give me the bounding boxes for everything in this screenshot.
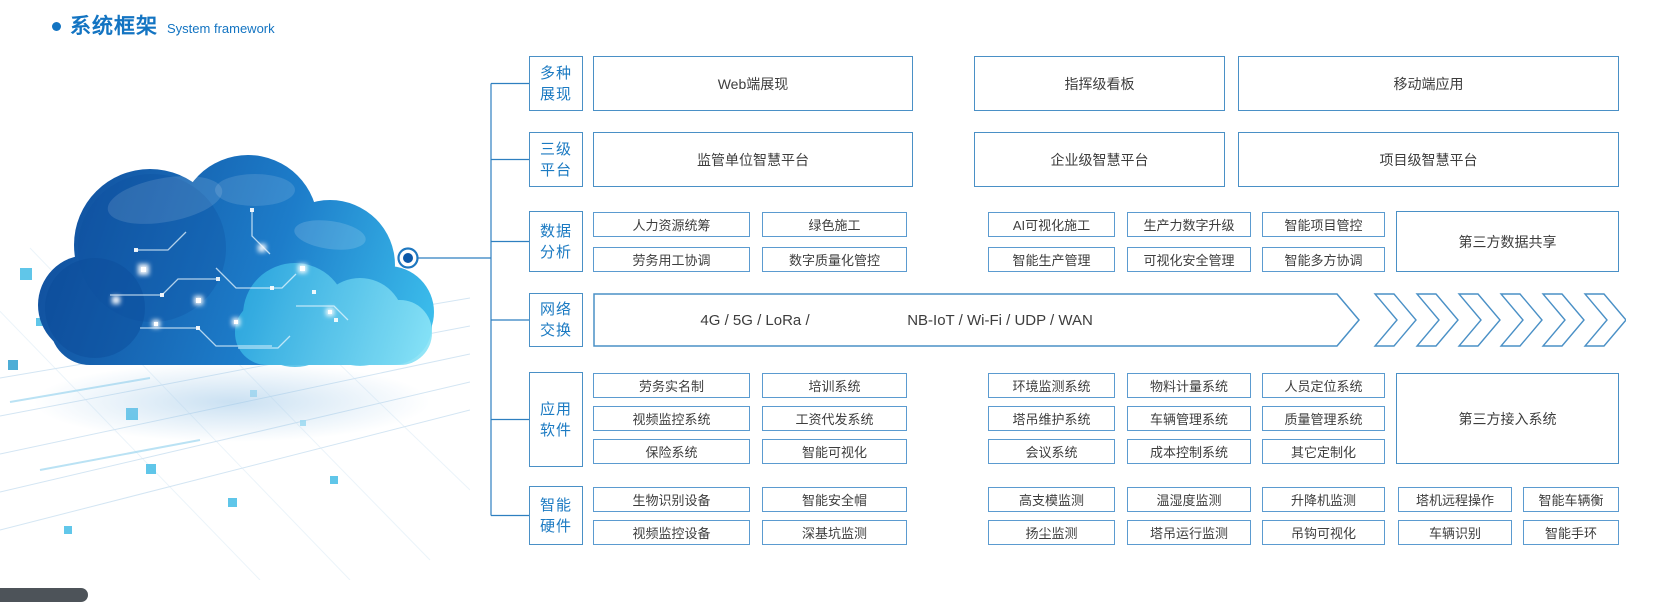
node-box: 塔吊维护系统 — [988, 406, 1115, 431]
row-label-line: 应用 — [539, 400, 572, 418]
cloud-gloss — [107, 174, 366, 250]
chevron-arrows — [1373, 293, 1627, 347]
cloud-shade-back — [78, 174, 226, 322]
network-arrow: 4G / 5G / LoRa / NB-IoT / Wi-Fi / UDP / … — [593, 293, 1627, 347]
node-box: 人力资源统筹 — [593, 212, 750, 237]
row-label-network: 网络 交换 — [529, 293, 583, 347]
node-box: 人员定位系统 — [1262, 373, 1385, 398]
node-box: Web端展现 — [593, 56, 913, 111]
node-box: 智能车辆衡 — [1523, 487, 1619, 512]
node-box: 指挥级看板 — [974, 56, 1225, 111]
cloud-illustration — [0, 155, 470, 580]
node-box: 生物识别设备 — [593, 487, 750, 512]
node-box: 温湿度监测 — [1127, 487, 1251, 512]
node-box: 环境监测系统 — [988, 373, 1115, 398]
network-protocols-right: NB-IoT / Wi-Fi / UDP / WAN — [907, 312, 1093, 329]
page-title: 系统框架 System framework — [52, 10, 275, 40]
row-label-applications: 应用 软件 — [529, 372, 583, 467]
node-box: 企业级智慧平台 — [974, 132, 1225, 187]
node-box: 扬尘监测 — [988, 520, 1115, 545]
node-box: 视频监控系统 — [593, 406, 750, 431]
node-box: 监管单位智慧平台 — [593, 132, 913, 187]
node-box: 生产力数字升级 — [1127, 212, 1251, 237]
node-box: 质量管理系统 — [1262, 406, 1385, 431]
row-label-line: 分析 — [539, 243, 572, 261]
cloud-circuit-nodes — [134, 208, 338, 330]
node-box: 塔吊运行监测 — [1127, 520, 1251, 545]
node-box: 智能手环 — [1523, 520, 1619, 545]
node-box: 劳务实名制 — [593, 373, 750, 398]
node-box: 高支模监测 — [988, 487, 1115, 512]
node-box: 项目级智慧平台 — [1238, 132, 1619, 187]
node-box: 成本控制系统 — [1127, 439, 1251, 464]
node-box: 塔机远程操作 — [1398, 487, 1512, 512]
node-box: 工资代发系统 — [762, 406, 907, 431]
row-network: 4G / 5G / LoRa / NB-IoT / Wi-Fi / UDP / … — [593, 293, 1627, 347]
hub-ring-icon — [397, 247, 419, 269]
bottom-left-dark-bar — [0, 588, 88, 602]
node-box: 物料计量系统 — [1127, 373, 1251, 398]
network-protocols-left: 4G / 5G / LoRa / — [700, 312, 810, 329]
node-box: 智能生产管理 — [988, 247, 1115, 272]
node-box: 视频监控设备 — [593, 520, 750, 545]
node-box: 智能可视化 — [762, 439, 907, 464]
node-box: 劳务用工协调 — [593, 247, 750, 272]
node-box: 数字质量化管控 — [762, 247, 907, 272]
node-box: 会议系统 — [988, 439, 1115, 464]
node-box: 保险系统 — [593, 439, 750, 464]
node-box: 车辆管理系统 — [1127, 406, 1251, 431]
row-label-line: 三级 — [539, 140, 572, 158]
node-box: 其它定制化 — [1262, 439, 1385, 464]
node-box: 升降机监测 — [1262, 487, 1385, 512]
row-label-line: 交换 — [539, 322, 572, 339]
node-box: 移动端应用 — [1238, 56, 1619, 111]
node-box: 吊钩可视化 — [1262, 520, 1385, 545]
row-label-line: 平台 — [539, 161, 572, 179]
row-label-data-analysis: 数据 分析 — [529, 211, 583, 272]
row-label-line: 硬件 — [539, 517, 572, 535]
cloud-shade-left — [45, 258, 145, 358]
node-box: 智能安全帽 — [762, 487, 907, 512]
node-box: 车辆识别 — [1398, 520, 1512, 545]
title-chinese: 系统框架 — [70, 15, 158, 38]
row-label-line: 数据 — [539, 222, 572, 240]
node-box: 智能多方协调 — [1262, 247, 1385, 272]
node-box: 培训系统 — [762, 373, 907, 398]
row-label-line: 多种 — [539, 64, 572, 82]
row-hardware: 生物识别设备 智能安全帽 高支模监测 温湿度监测 升降机监测 塔机远程操作 智能… — [593, 486, 1626, 545]
title-english: System framework — [167, 21, 275, 36]
row-label-line: 智能 — [539, 496, 572, 514]
cloud-shadow — [34, 362, 430, 442]
shared-node-box: 第三方数据共享 — [1396, 211, 1619, 272]
row-label-line: 软件 — [539, 421, 572, 439]
row-label-line: 展现 — [539, 85, 572, 103]
node-box: 可视化安全管理 — [1127, 247, 1251, 272]
row-label-platform: 三级 平台 — [529, 132, 583, 187]
node-box: 深基坑监测 — [762, 520, 907, 545]
row-data-analysis: 人力资源统筹 绿色施工 AI可视化施工 生产力数字升级 智能项目管控 劳务用工协… — [593, 211, 1626, 272]
row-display: Web端展现 指挥级看板 移动端应用 — [593, 56, 1626, 111]
node-box: 智能项目管控 — [1262, 212, 1385, 237]
row-label-hardware: 智能 硬件 — [529, 486, 583, 545]
node-box: AI可视化施工 — [988, 212, 1115, 237]
cloud-front-lobe — [235, 263, 432, 367]
row-platform: 监管单位智慧平台 企业级智慧平台 项目级智慧平台 — [593, 132, 1626, 187]
row-label-line: 网络 — [539, 301, 572, 318]
row-label-display: 多种 展现 — [529, 56, 583, 111]
cloud-glow-cores — [141, 266, 332, 326]
bullet-icon — [52, 22, 61, 31]
node-box: 绿色施工 — [762, 212, 907, 237]
shared-node-box: 第三方接入系统 — [1396, 373, 1619, 464]
row-applications: 劳务实名制 培训系统 环境监测系统 物料计量系统 人员定位系统 视频监控系统 工… — [593, 372, 1626, 467]
